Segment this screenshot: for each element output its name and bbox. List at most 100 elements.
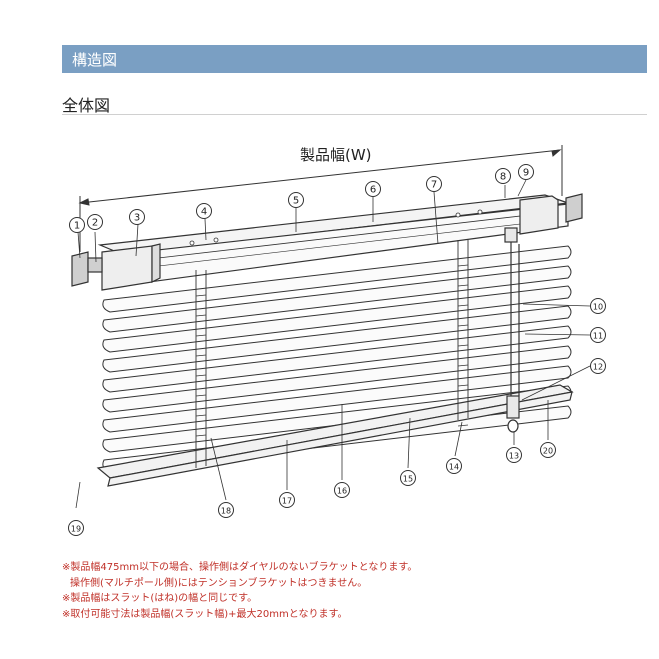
callout-number: 20 [543, 447, 553, 456]
ladder-rung [457, 384, 469, 387]
callout-number: 8 [500, 172, 506, 183]
callout-circle [590, 327, 606, 343]
callout-circle [69, 217, 85, 233]
ladder-rung [457, 424, 469, 427]
callout-number: 6 [370, 185, 376, 196]
slat [102, 285, 572, 353]
slat [102, 245, 572, 313]
ladder-rung [457, 304, 469, 307]
section-header-bar: 構造図 [62, 45, 647, 73]
title-divider [62, 114, 647, 115]
callout-circle [288, 192, 304, 208]
callout-number: 13 [509, 452, 519, 461]
ladder-rung [195, 434, 207, 437]
ladder-rung [457, 344, 469, 347]
callout-13: 13 [506, 447, 522, 463]
ladder-rung [195, 374, 207, 377]
callout-6: 6 [365, 181, 381, 197]
width-label: 製品幅(W) [300, 146, 372, 164]
right-bracket [565, 193, 583, 223]
bottom-rail [96, 384, 574, 487]
callout-3: 3 [129, 209, 145, 225]
callout-circle [87, 214, 103, 230]
callout-17: 17 [279, 492, 295, 508]
callout-number: 12 [593, 363, 603, 372]
callout-circle [400, 470, 416, 486]
page-title: 全体図 [62, 96, 111, 115]
callout-circle [495, 168, 511, 184]
callout-number: 17 [282, 497, 292, 506]
callout-circle [196, 203, 212, 219]
callout-number: 7 [431, 180, 437, 191]
callout-number: 11 [593, 332, 603, 341]
callout-20: 20 [540, 442, 556, 458]
callout-number: 2 [92, 218, 98, 229]
callout-number: 14 [449, 463, 459, 472]
callout-number: 9 [523, 168, 529, 179]
ladder-rung [195, 394, 207, 397]
ladder-rung [195, 314, 207, 317]
callout-14: 14 [446, 458, 462, 474]
slat [102, 305, 572, 373]
callout-number: 16 [337, 487, 347, 496]
callout-circle [129, 209, 145, 225]
callout-circle [279, 492, 295, 508]
right-end-cap [519, 195, 559, 235]
ladder-rung [195, 354, 207, 357]
callout-circle [518, 164, 534, 180]
callout-16: 16 [334, 482, 350, 498]
section-header-title: 構造図 [72, 51, 118, 69]
slat [102, 325, 572, 393]
slat [102, 265, 572, 333]
callout-number: 15 [403, 475, 413, 484]
ladder-rung [457, 324, 469, 327]
note-1: ※製品幅475mm以下の場合、操作側はダイヤルのないブラケットとなります。 [62, 562, 418, 573]
callout-number: 19 [71, 525, 81, 534]
note-2: 操作側(マルチポール側)にはテンションブラケットはつきません。 [70, 577, 368, 589]
callout-18: 18 [218, 502, 234, 518]
callout-number: 1 [74, 221, 80, 232]
callout-11: 11 [590, 327, 606, 343]
ladder-rung [195, 294, 207, 297]
callout-15: 15 [400, 470, 416, 486]
callout-1: 1 [69, 217, 85, 233]
ladder-rung [457, 284, 469, 287]
slat [102, 345, 572, 413]
callout-number: 5 [293, 196, 299, 207]
callout-number: 4 [201, 207, 207, 218]
callout-circle [218, 502, 234, 518]
callout-10: 10 [590, 298, 606, 314]
callout-circle [590, 358, 606, 374]
left-end-cap [101, 243, 161, 291]
callout-4: 4 [196, 203, 212, 219]
ladder-rung [195, 414, 207, 417]
callout-7: 7 [426, 176, 442, 192]
head-rail-holes [189, 209, 483, 246]
callout-9: 9 [518, 164, 534, 180]
callout-circle [506, 447, 522, 463]
callout-5: 5 [288, 192, 304, 208]
callout-2: 2 [87, 214, 103, 230]
note-4: ※取付可能寸法は製品幅(スラット幅)+最大20mmとなります。 [62, 608, 348, 620]
notes: ※製品幅475mm以下の場合、操作側はダイヤルのないブラケットとなります。 操作… [62, 560, 417, 622]
callout-circle [334, 482, 350, 498]
ladder-rung [457, 264, 469, 267]
operation-pole [504, 227, 520, 433]
callout-circle [590, 298, 606, 314]
callout-circle [426, 176, 442, 192]
callout-12: 12 [590, 358, 606, 374]
callout-8: 8 [495, 168, 511, 184]
left-bracket [71, 251, 103, 287]
callout-circle [68, 520, 84, 536]
callout-19: 19 [68, 520, 84, 536]
callout-circle [365, 181, 381, 197]
callout-number: 10 [593, 303, 603, 312]
callout-circle [446, 458, 462, 474]
ladder-rung [195, 334, 207, 337]
callout-number: 3 [134, 213, 140, 224]
callout-circle [540, 442, 556, 458]
note-3: ※製品幅はスラット(はね)の幅と同じです。 [62, 593, 258, 604]
leader-lines [75, 179, 591, 509]
